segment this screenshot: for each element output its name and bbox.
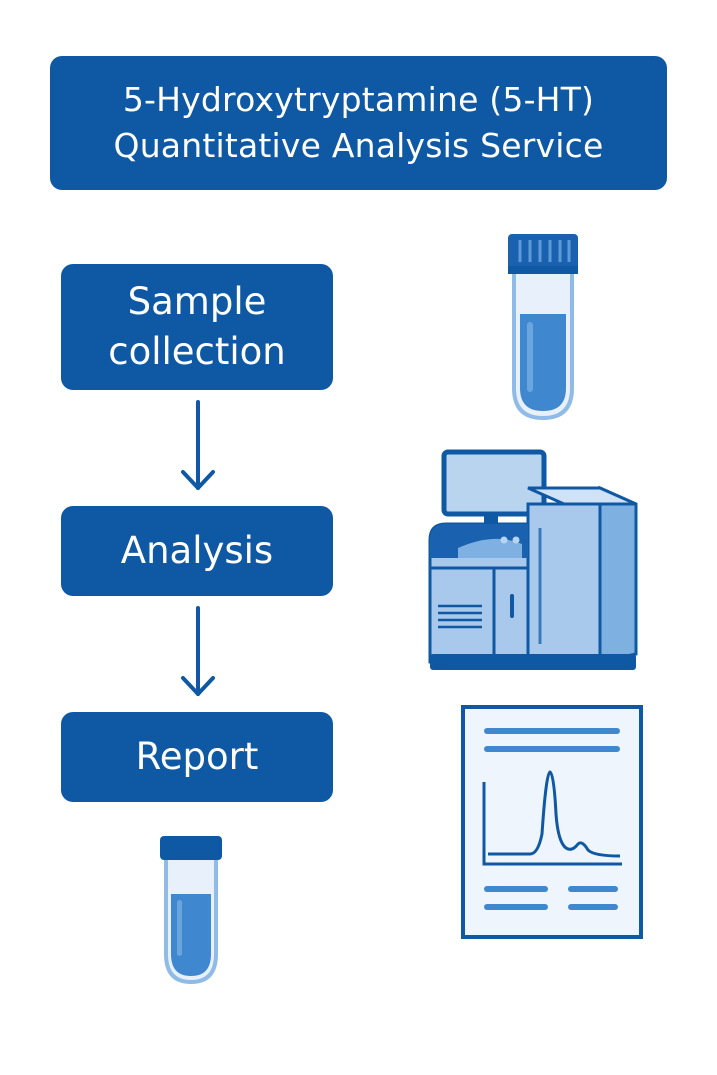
sample-tube-icon: [508, 234, 578, 421]
title-banner: 5-Hydroxytryptamine (5-HT) Quantitative …: [50, 56, 667, 190]
title-line-1: 5-Hydroxytryptamine (5-HT): [122, 80, 595, 119]
step-report-label: Report: [135, 735, 259, 778]
step-analysis-label: Analysis: [120, 529, 274, 572]
step-analysis: Analysis: [61, 506, 333, 596]
arrow-down-icon: [181, 606, 215, 696]
title-line-2: Quantitative Analysis Service: [113, 126, 604, 165]
report-chromatogram-icon: [461, 705, 643, 939]
step-sample-collection: Sample collection: [61, 264, 333, 390]
step-report: Report: [61, 712, 333, 802]
step-1-line-1: Sample: [127, 280, 267, 323]
result-tube-icon: [160, 836, 222, 985]
arrow-down-icon: [181, 400, 215, 490]
step-sample-collection-label: Sample collection: [108, 277, 286, 377]
analyzer-instrument-icon: [428, 449, 638, 670]
step-1-line-2: collection: [108, 330, 286, 373]
